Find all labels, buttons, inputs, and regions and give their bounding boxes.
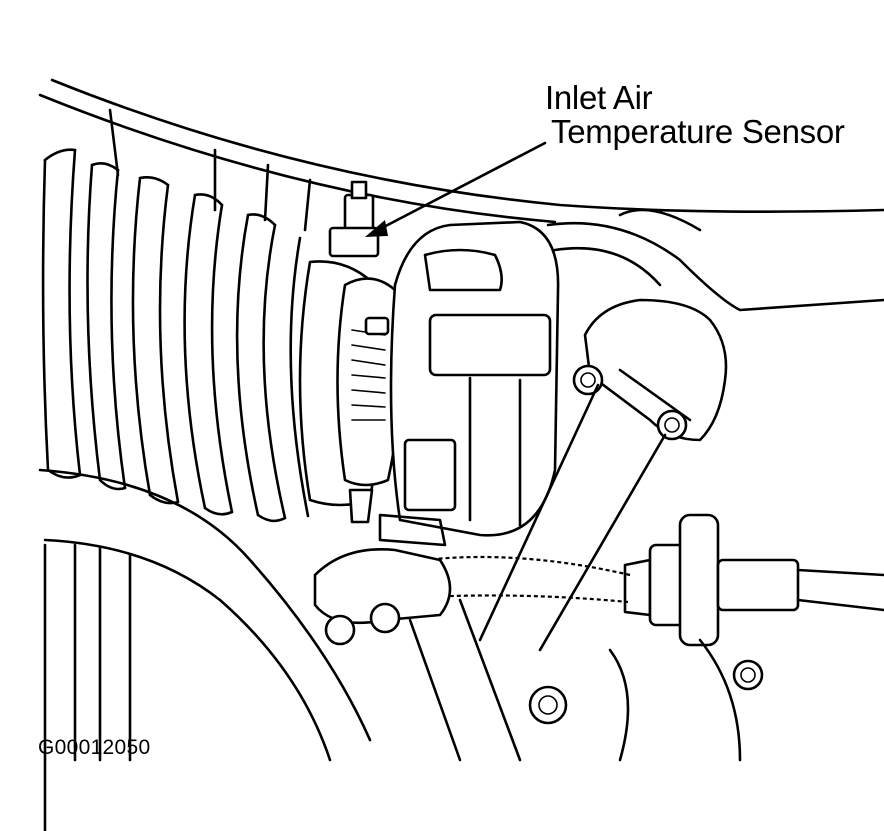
intake-plenum (546, 208, 884, 442)
callout-label-line-1: Inlet Air (545, 79, 653, 116)
callout-label-line-2: Temperature Sensor (551, 113, 845, 150)
figure-id: G00012050 (38, 736, 151, 759)
diagonal-pipe (478, 368, 692, 652)
bolts (528, 364, 764, 725)
throttle-body (389, 220, 560, 537)
inlet-air-temperature-sensor (328, 180, 380, 258)
callout-leader (365, 141, 547, 237)
lower-components (38, 468, 742, 831)
upper-body-panel (38, 78, 884, 232)
duct-clamp (298, 260, 403, 524)
air-intake-duct (41, 148, 310, 523)
throttle-pulley (313, 513, 452, 646)
throttle-cables (379, 513, 884, 647)
